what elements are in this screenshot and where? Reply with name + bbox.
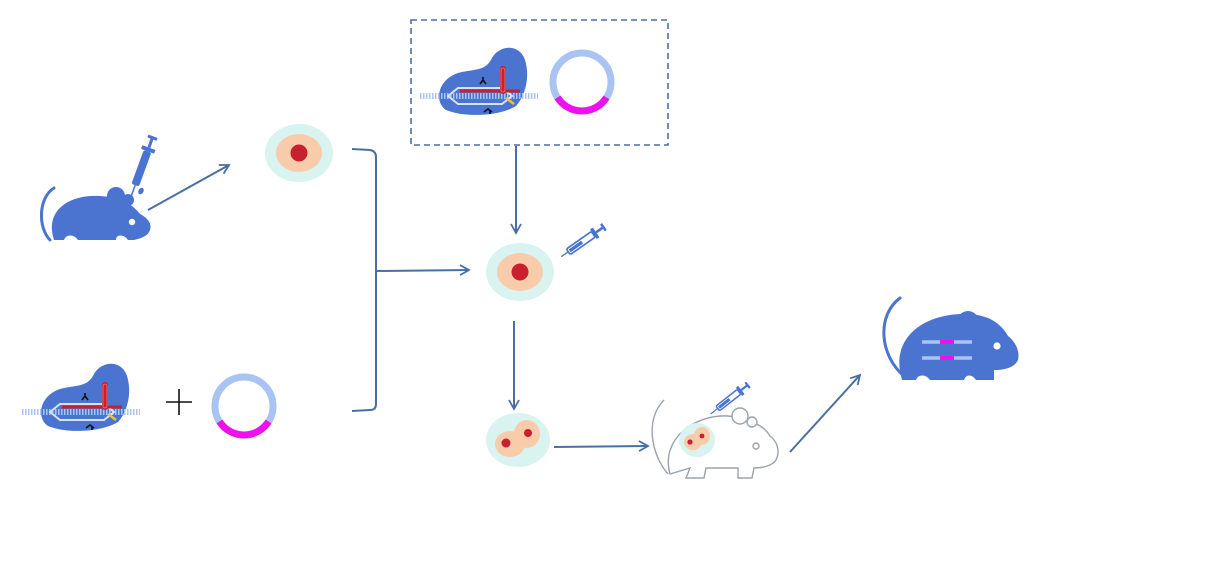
cas9-complex-icon — [22, 364, 140, 431]
cas9-complex-icon — [420, 48, 538, 115]
zygote-icon — [486, 243, 554, 301]
plus-icon — [166, 389, 192, 415]
transgenic-mouse-icon — [882, 296, 1019, 380]
two-cell-embryo-icon — [679, 423, 715, 457]
arrow-merge-to-zygote — [375, 264, 471, 276]
arrow-surrogate-to-offspring — [789, 373, 862, 453]
plasmid-icon — [553, 53, 611, 111]
two-cell-embryo-icon — [486, 413, 550, 467]
donor-mouse-icon — [39, 185, 153, 242]
syringe-icon — [710, 381, 751, 415]
plasmid-icon — [215, 377, 273, 435]
reagent-box — [410, 19, 669, 146]
arrow-mouse-to-zygote — [147, 164, 231, 211]
syringe-icon — [560, 223, 607, 258]
arrow-two-cell-to-surrogate — [553, 440, 650, 452]
merge-bracket — [351, 148, 377, 412]
zygote-icon — [265, 124, 333, 182]
surrogate-mouse-icon — [651, 399, 779, 479]
droplet-icon — [138, 187, 144, 195]
